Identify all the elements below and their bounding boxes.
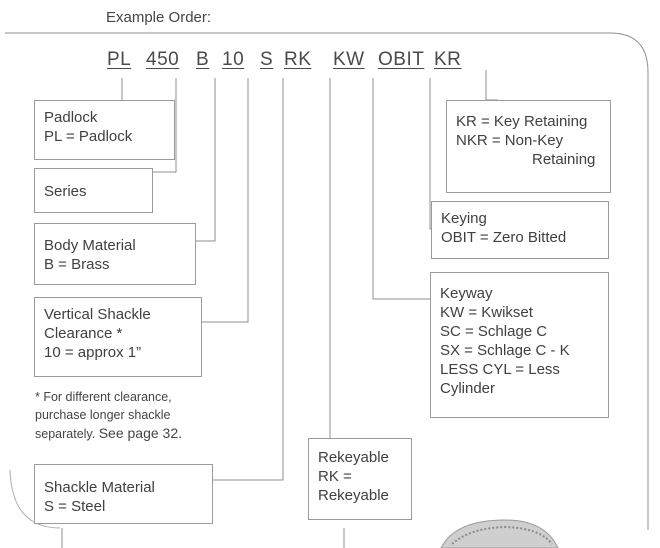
code-b: B <box>196 49 210 70</box>
padlock-heading: Padlock <box>44 109 98 126</box>
rekeyable-box: Rekeyable RK = Rekeyable <box>308 438 412 520</box>
keyway-heading: Keyway <box>440 285 493 302</box>
series-heading: Series <box>44 183 87 200</box>
body-material-heading: Body Material <box>44 237 136 254</box>
keyway-less-cyl: LESS CYL = Less <box>440 361 560 378</box>
key-retaining-box: KR = Key Retaining NKR = Non-Key Retaini… <box>446 100 611 193</box>
shackle-material-value: S = Steel <box>44 498 106 515</box>
body-material-value: B = Brass <box>44 256 110 273</box>
code-kw: KW <box>333 49 365 70</box>
connector-b <box>196 78 216 242</box>
padlock-box: Padlock PL = Padlock <box>34 100 175 160</box>
footnote-line-3: separately. See page 32. <box>35 424 182 443</box>
keying-value: OBIT = Zero Bitted <box>441 229 567 246</box>
keyway-sc: SC = Schlage C <box>440 323 548 340</box>
code-pl: PL <box>107 49 132 70</box>
shackle-clearance-line-1: Vertical Shackle <box>44 306 151 323</box>
code-rk: RK <box>284 49 312 70</box>
code-10: 10 <box>222 49 245 70</box>
code-s: S <box>260 49 274 70</box>
example-order-title: Example Order: <box>106 9 212 26</box>
shackle-material-heading: Shackle Material <box>44 479 155 496</box>
keyway-sx: SX = Schlage C - K <box>440 342 570 359</box>
connector-s <box>213 78 284 481</box>
keyway-box: Keyway KW = Kwikset SC = Schlage C SX = … <box>430 272 609 418</box>
rekeyable-value-line-1: RK = <box>318 468 352 485</box>
key-retaining-nkr-cont: Retaining <box>532 151 596 168</box>
padlock-value: PL = Padlock <box>44 128 133 145</box>
connector-kr <box>485 70 498 101</box>
keyway-kw: KW = Kwikset <box>440 304 533 321</box>
series-box: Series <box>34 168 153 213</box>
shackle-clearance-value: 10 = approx 1” <box>44 344 142 361</box>
key-retaining-kr: KR = Key Retaining <box>456 113 588 130</box>
code-obit: OBIT <box>378 49 425 70</box>
connector-450 <box>153 78 177 173</box>
code-kr: KR <box>434 49 462 70</box>
rekeyable-value-line-2: Rekeyable <box>318 487 389 504</box>
outer-frame <box>5 32 649 530</box>
footnote-line-1: * For different clearance, <box>35 390 172 404</box>
rekeyable-heading: Rekeyable <box>318 449 389 466</box>
connector-10 <box>202 78 249 323</box>
page-reference: See page 32. <box>98 425 182 441</box>
key-retaining-nkr: NKR = Non-Key <box>456 132 564 149</box>
keying-box: Keying OBIT = Zero Bitted <box>431 201 609 259</box>
keying-heading: Keying <box>441 210 487 227</box>
clearance-footnote: * For different clearance, purchase long… <box>35 388 182 443</box>
connector-kw <box>372 78 430 300</box>
footnote-line-3-text: separately. <box>35 427 96 441</box>
shackle-clearance-line-2: Clearance * <box>44 325 123 342</box>
shackle-material-box: Shackle Material S = Steel <box>34 464 213 524</box>
footnote-line-2: purchase longer shackle <box>35 408 171 422</box>
keyway-less-cyl-cont: Cylinder <box>440 380 496 397</box>
code-450: 450 <box>146 49 180 70</box>
body-material-box: Body Material B = Brass <box>34 223 196 285</box>
outer-frame-bottom <box>9 469 61 529</box>
shackle-clearance-box: Vertical Shackle Clearance * 10 = approx… <box>34 297 202 377</box>
product-photo-edge <box>440 519 559 548</box>
